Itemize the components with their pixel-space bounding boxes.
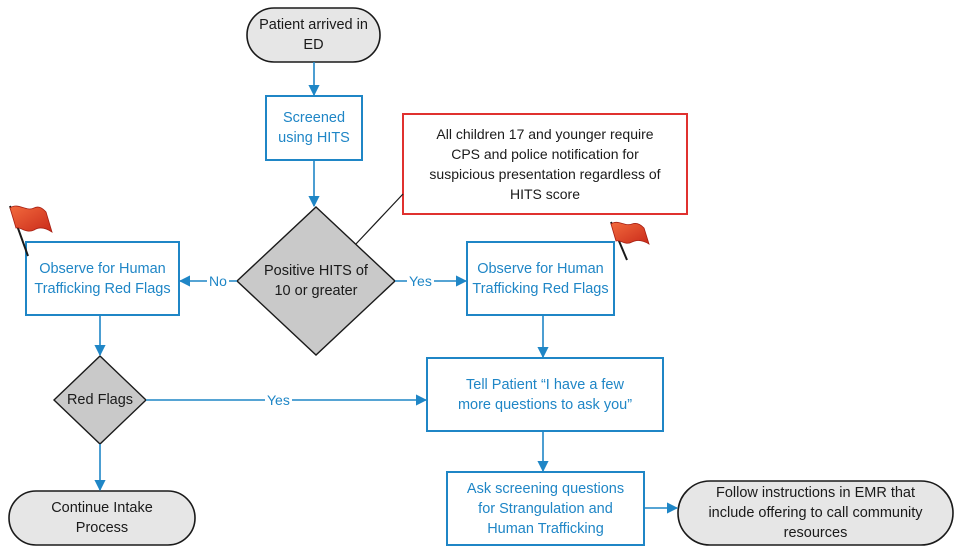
note-box (402, 113, 688, 215)
hits-decision-diamond (235, 206, 397, 356)
red-flags-decision-label: Red Flags (66, 392, 134, 408)
observe-left-box (25, 241, 180, 316)
start-label: Patient arrived in ED (259, 17, 368, 53)
hits-decision-label: Positive HITS of 10 or greater (264, 263, 368, 299)
screened-box (265, 95, 363, 161)
note-label: All children 17 and younger require CPS … (429, 126, 661, 202)
follow-instructions-label: Follow instructions in EMR that include … (708, 485, 923, 541)
tell-patient-label: Tell Patient “I have a few more question… (457, 376, 633, 413)
red-flag-icon (610, 221, 650, 261)
ask-questions-label: Ask screening questions for Strangulatio… (466, 480, 625, 537)
continue-intake-label: Continue Intake Process (51, 500, 153, 536)
red-flag-icon (9, 205, 53, 257)
observe-left-label: Observe for Human Trafficking Red Flags (34, 260, 171, 297)
edge-label-no: No (207, 273, 229, 289)
observe-right-label: Observe for Human Trafficking Red Flags (472, 260, 609, 297)
edge-label-yes-flags: Yes (265, 392, 292, 408)
note-connector (354, 193, 404, 246)
screened-label: Screened using HITS (278, 110, 350, 146)
edge-label-yes-hits: Yes (407, 273, 434, 289)
